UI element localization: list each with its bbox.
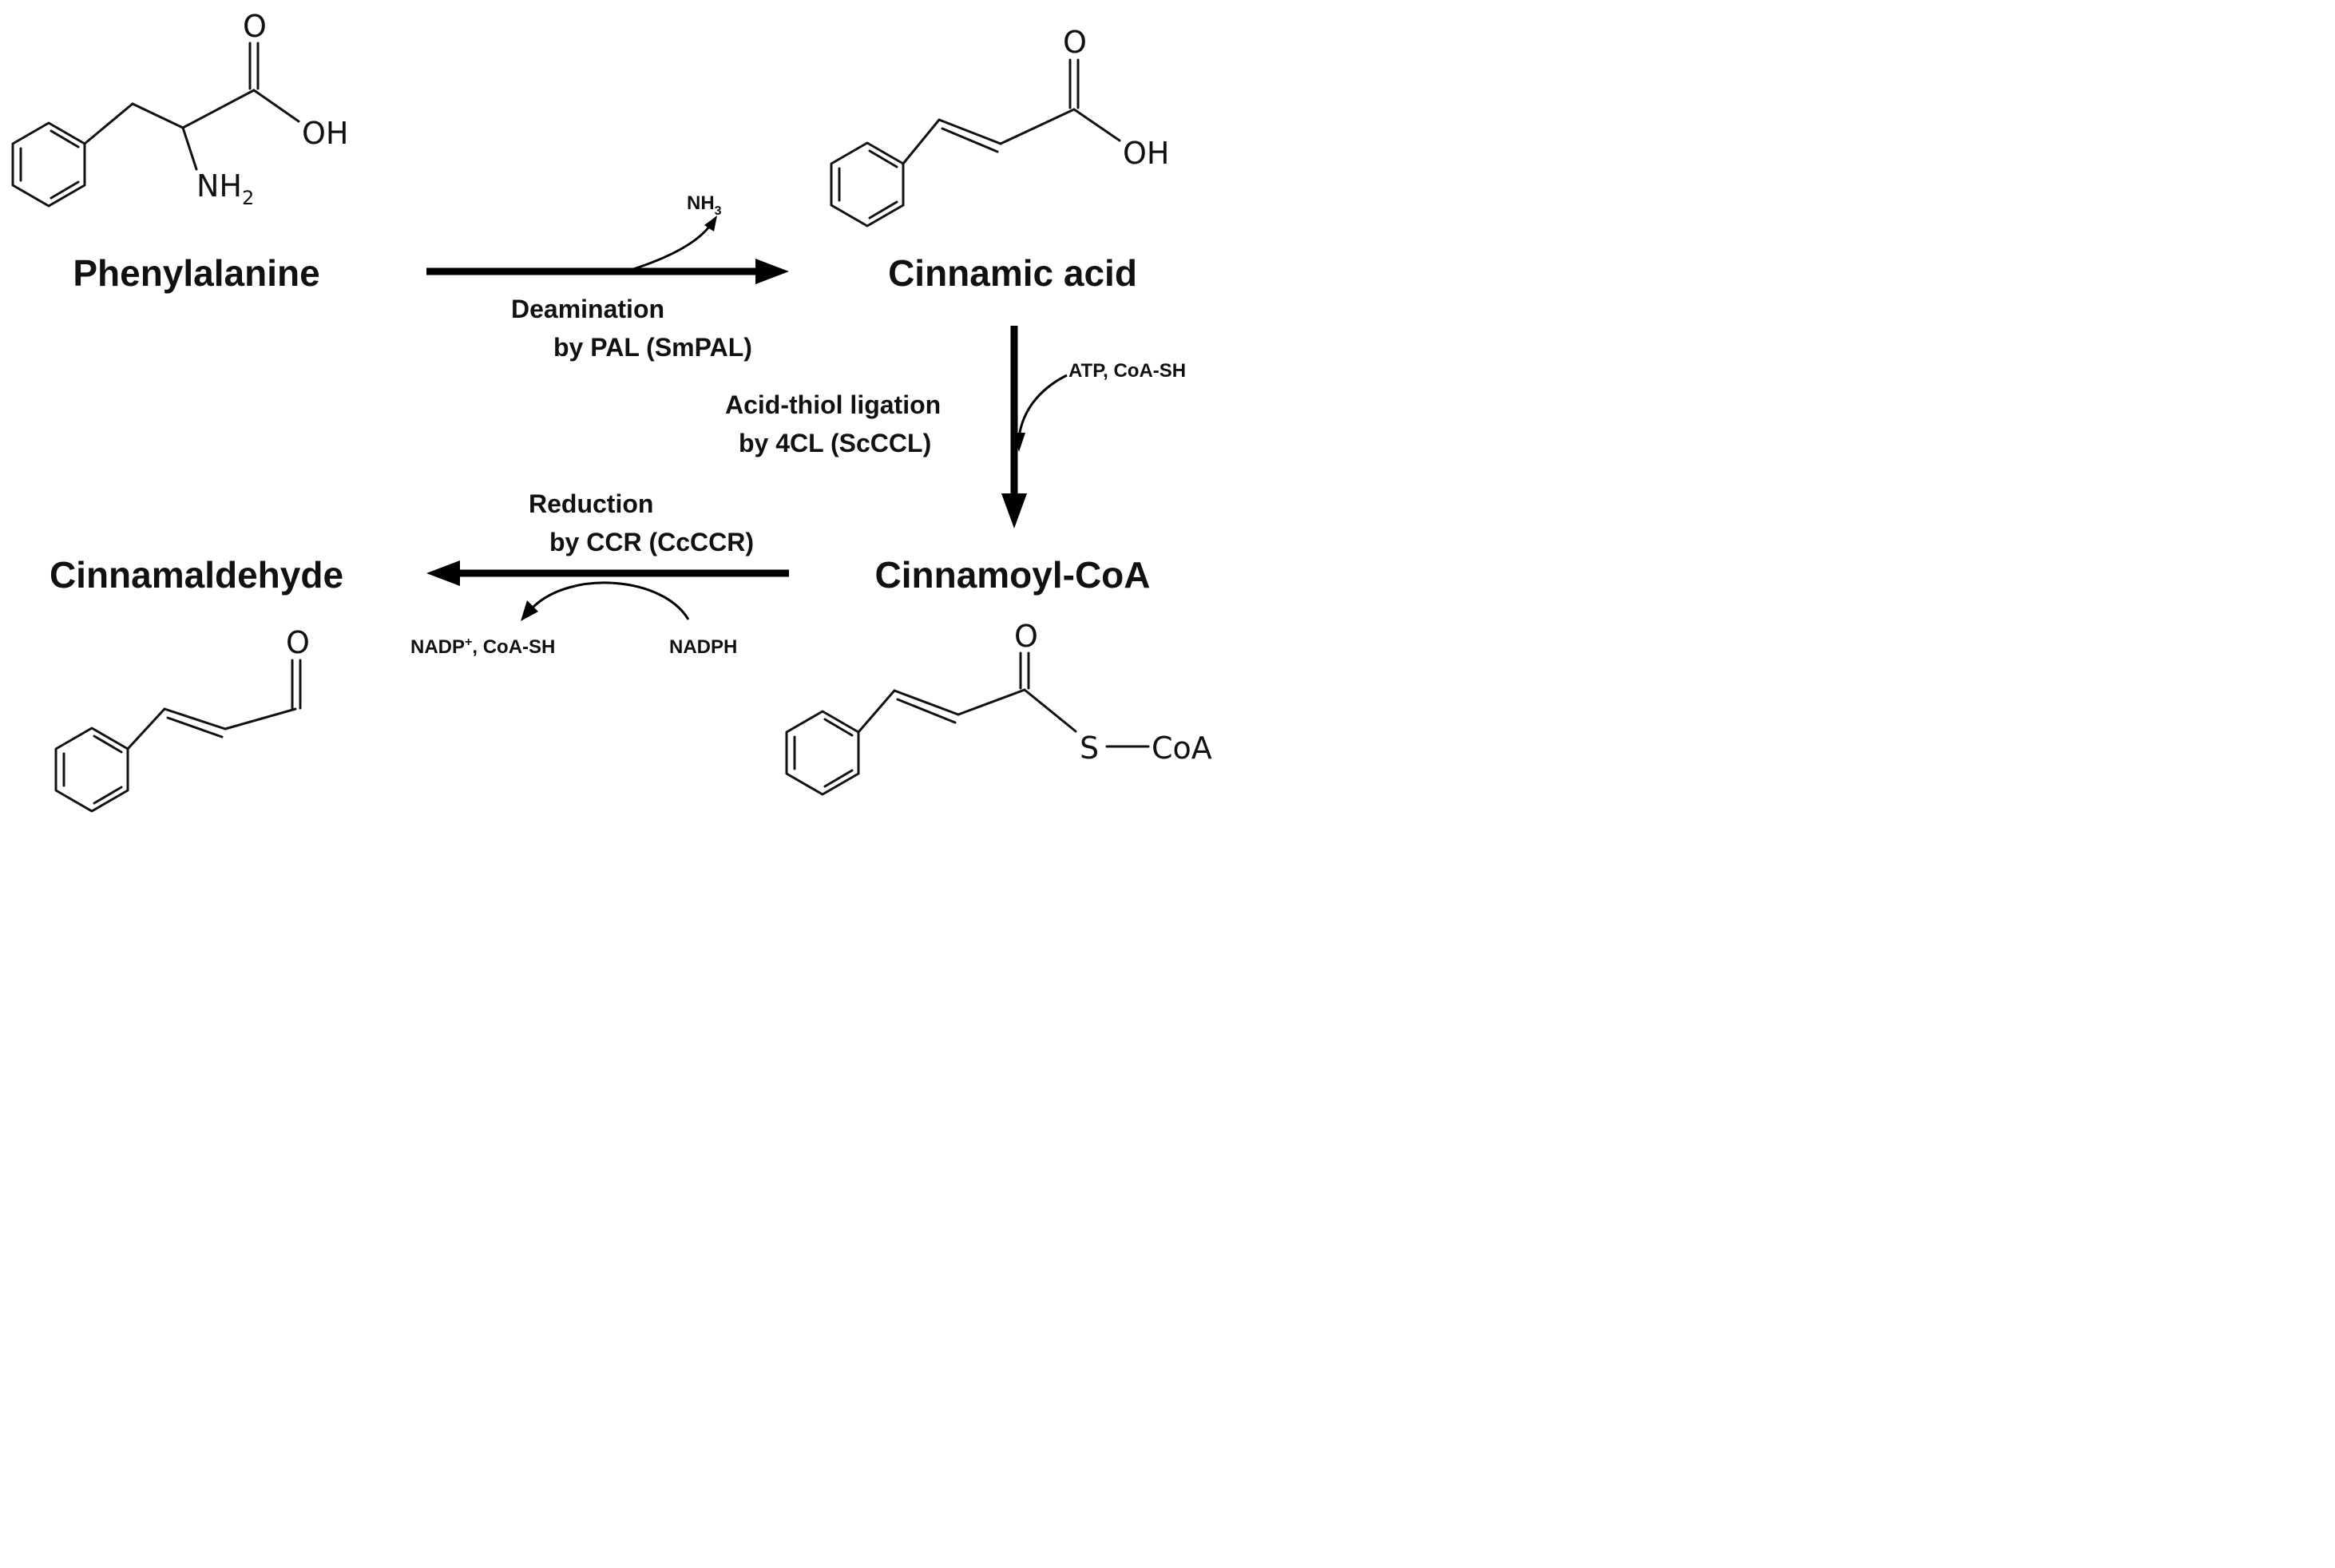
cinnamic-acid-structure: O OH [830,25,1169,228]
phenylalanine-hydroxyl: OH [302,116,348,151]
cinnamoyl-coa-coa: CoA [1152,731,1212,766]
cinnamaldehyde-structure: O [54,625,310,813]
arrow-reduction [426,560,789,621]
step-reduction-line1: Reduction [529,489,653,518]
cinnamic-acid-hydroxyl: OH [1123,136,1169,171]
phenylalanine-amino: NH2 [196,168,254,209]
step-reduction-line2: by CCR (CcCCR) [549,528,754,556]
step-ligation-line2: by 4CL (ScCCL) [739,429,931,457]
compound-name-cinnamaldehyde: Cinnamaldehyde [50,554,343,596]
cofactor-atp-coa-sh: ATP, CoA-SH [1068,360,1186,382]
benzene-ring [54,727,129,813]
arrow-deamination [426,216,789,284]
benzene-ring [785,710,860,796]
step-deamination-line1: Deamination [511,295,664,323]
cofactor-nadph: NADPH [669,636,737,658]
cinnamoyl-coa-sulfur: S [1080,731,1099,766]
compound-name-cinnamic-acid: Cinnamic acid [888,252,1137,294]
cinnamic-acid-carbonyl-o: O [1063,25,1087,60]
cinnamaldehyde-carbonyl-o: O [286,625,310,660]
pathway-diagram: O OH NH2 Phenylalanine O OH Cinnamic aci… [11,9,1212,813]
step-deamination-line2: by PAL (SmPAL) [553,333,752,362]
compound-name-cinnamoyl-coa: Cinnamoyl-CoA [875,554,1151,596]
phenylalanine-carbonyl-o: O [243,9,267,44]
benzene-ring [830,141,905,228]
compound-name-phenylalanine: Phenylalanine [73,252,319,294]
benzene-ring [11,121,86,208]
arrow-ligation [1001,326,1068,529]
cinnamoyl-coa-structure: O S CoA [785,619,1212,796]
cinnamoyl-coa-carbonyl-o: O [1014,619,1038,654]
cofactor-nadp-coa-sh: NADP+, CoA-SH [410,636,555,658]
phenylalanine-structure: O OH NH2 [11,9,348,209]
step-ligation-line1: Acid-thiol ligation [725,390,941,419]
byproduct-nh3: NH3 [687,192,722,218]
